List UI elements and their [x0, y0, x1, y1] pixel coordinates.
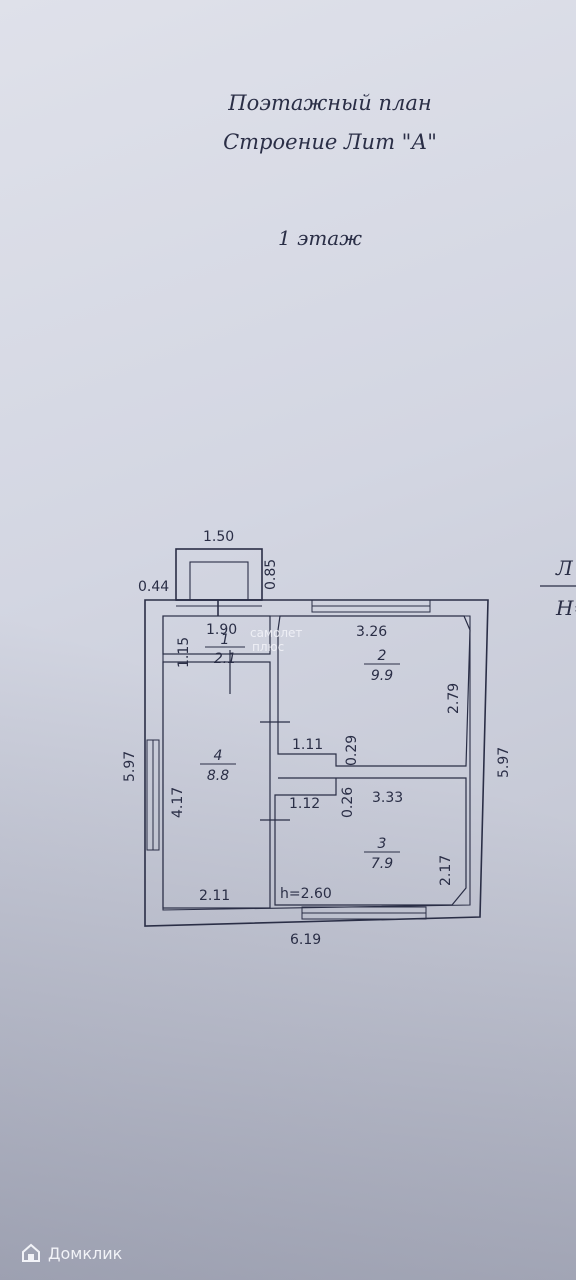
inner-wall-outline [162, 615, 471, 911]
porch-inner [189, 561, 249, 601]
brand-name: Домклик [48, 1243, 123, 1263]
dim-room1-height: 1.15 [176, 637, 192, 668]
room-4-number: 4 [214, 748, 223, 764]
dim-room4-height: 4.17 [170, 787, 186, 818]
dim-room2-width: 3.26 [356, 624, 387, 640]
dim-room2-height: 2.79 [446, 683, 462, 714]
brand-logo: Домклик [20, 1242, 122, 1264]
ceiling-height: h=2.60 [280, 886, 332, 902]
watermark-line1: самолет [250, 626, 302, 640]
room-4-area: 8.8 [207, 768, 229, 784]
dim-room4-width: 2.11 [199, 888, 230, 904]
dim-right-height: 5.97 [496, 747, 512, 778]
dim-porch-depth: 0.85 [263, 559, 279, 590]
room-1-number: 1 [221, 632, 230, 648]
dim-room3-width: 3.33 [372, 790, 403, 806]
room-4-outline [162, 661, 271, 909]
room-1-outline [162, 615, 271, 655]
outer-wall [144, 599, 489, 927]
dim-wall-lower-thick: 0.26 [340, 787, 356, 818]
floor-title: 1 этаж [278, 226, 362, 250]
dim-wall-upper-width: 1.11 [292, 737, 323, 753]
edge-divider [540, 585, 576, 587]
edge-label-top: Л [556, 556, 573, 580]
room-3-number: 3 [378, 836, 387, 852]
house-icon [22, 1243, 40, 1262]
room-3-outline [274, 777, 467, 906]
room-1-area: 2.1 [214, 651, 236, 667]
edge-label-bottom: Н= [556, 596, 576, 620]
dim-porch-side: 0.44 [138, 579, 169, 595]
dim-wall-lower-width: 1.12 [289, 796, 320, 812]
dim-room3-height: 2.17 [438, 855, 454, 886]
building-title: Строение Лит "А" [223, 130, 437, 154]
dim-room1-width: 1.90 [206, 622, 237, 638]
dim-bottom-width: 6.19 [290, 932, 321, 948]
room-3-area: 7.9 [371, 856, 393, 872]
dim-left-height: 5.97 [122, 751, 138, 782]
room-2-outline [277, 615, 471, 767]
room-2-area: 9.9 [371, 668, 393, 684]
dim-porch-width: 1.50 [203, 529, 234, 545]
dim-wall-upper-thick: 0.29 [344, 735, 360, 766]
watermark-line2: плюс [252, 640, 284, 654]
room-2-number: 2 [378, 648, 387, 664]
plan-title: Поэтажный план [228, 91, 432, 115]
porch [175, 548, 263, 601]
